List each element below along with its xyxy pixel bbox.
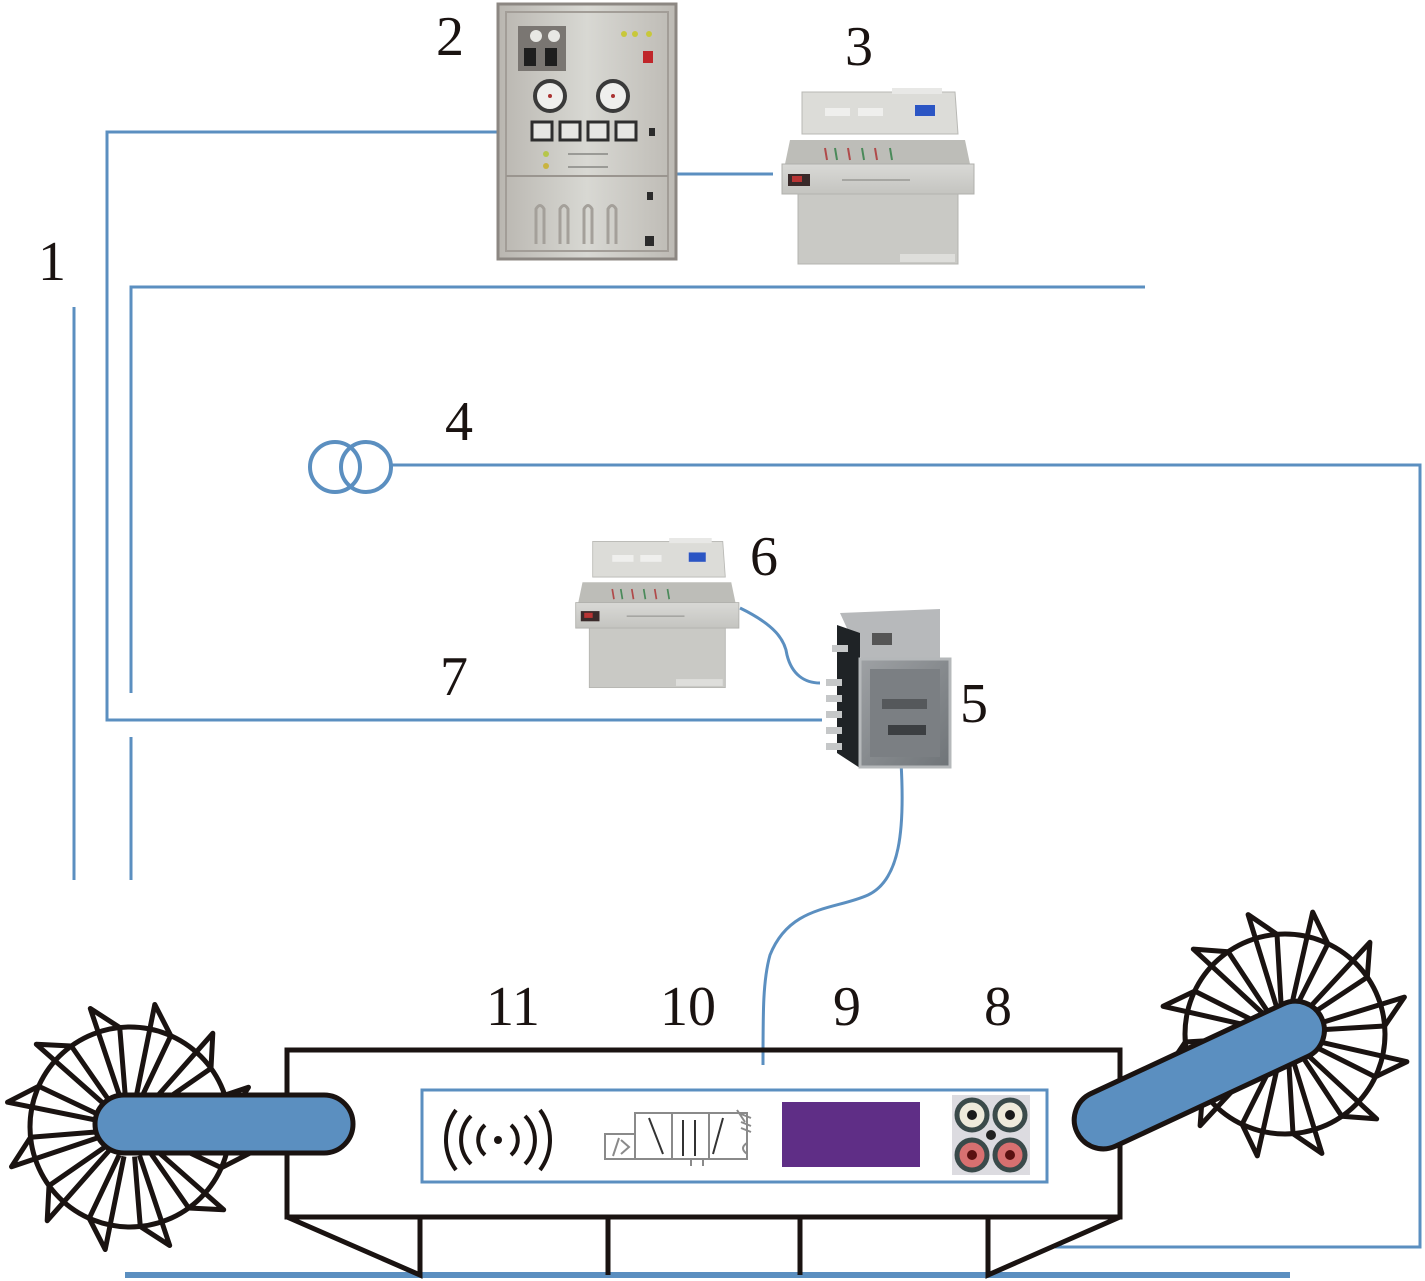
right-ranging-arm [1071,998,1327,1152]
drum-blade [1160,988,1259,1030]
rca-jacks-icon [952,1095,1030,1175]
drum-blade [132,1154,173,1248]
drum-blade [86,1153,127,1252]
control-panel [420,1088,1049,1184]
display-screen [782,1102,920,1167]
label-10: 10 [660,976,716,1038]
label-6: 6 [750,526,778,588]
drum-blade [1312,994,1407,1033]
drum-blade [9,1129,103,1170]
solenoid-valve-symbol-icon [604,1109,752,1166]
label-5: 5 [960,673,988,735]
console6-to-junction-wire [739,606,821,685]
drum-blade [44,1143,112,1224]
drum-blade [148,1030,216,1111]
drum-blade [33,1041,114,1109]
drum-blade [1311,1038,1410,1080]
drum-blade [87,1006,128,1100]
drum-blade [133,1002,174,1101]
drum-blade [1286,1061,1325,1156]
label-11: 11 [486,976,540,1038]
right-cutting-drum [1071,909,1410,1159]
label-1: 1 [38,231,66,293]
drum-blade [146,1145,227,1213]
explosion-proof-junction-box [826,609,952,769]
label-4: 4 [445,391,473,453]
transformer-icon [308,440,393,494]
drum-blade [5,1083,104,1124]
drum-blade [1301,1052,1380,1122]
transformer-feed-wire [392,463,1422,1249]
drum-blade [1289,909,1331,1008]
cabinet-to-junction-wire [105,130,822,722]
left-ranging-arm [92,1092,356,1156]
label-2: 2 [436,6,464,68]
junction-to-machine-wire [761,761,904,1066]
drum-blade [1239,1060,1281,1159]
label-9: 9 [833,976,861,1038]
console-return-wire [129,285,1145,693]
wireless-signal-icon [444,1108,552,1172]
component-labels: 1 2 3 4 5 6 7 8 9 10 11 [38,6,1012,1038]
power-distribution-cabinet [496,2,678,261]
control-console [781,88,975,265]
machine-skid [286,1214,423,1279]
label-7: 7 [440,646,468,708]
label-8: 8 [984,976,1012,1038]
drum-blade [1190,946,1269,1016]
drum-blade [1303,939,1373,1018]
label-3: 3 [845,16,873,78]
left-cutting-drum [5,1002,356,1252]
drum-blade [1245,912,1284,1007]
wiring [72,130,1422,1278]
operator-console [575,538,740,689]
shearer-machine [284,1047,1123,1279]
